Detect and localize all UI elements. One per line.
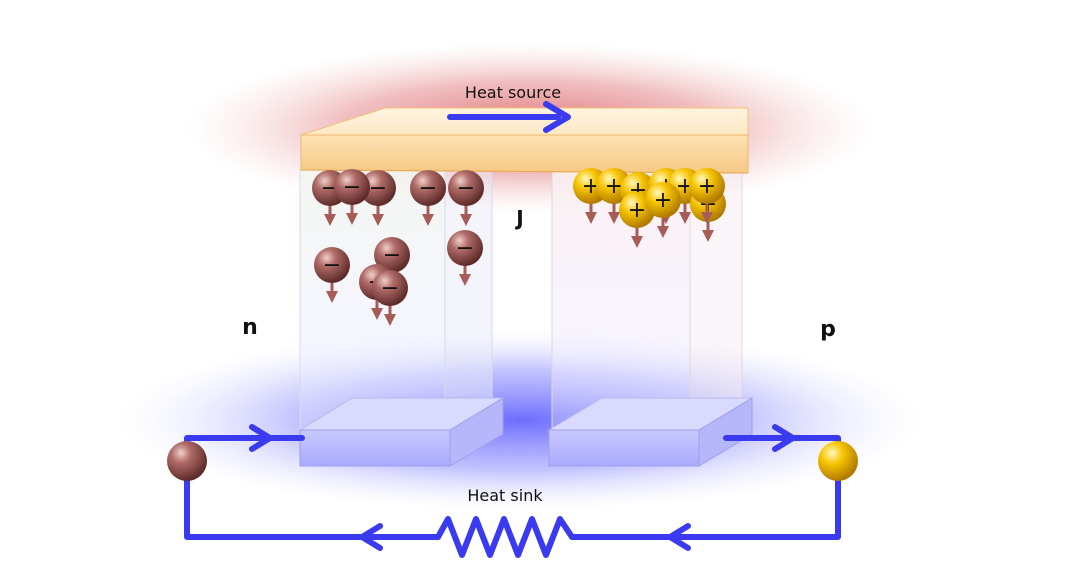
hole-sign: + [698, 174, 716, 199]
electron-sphere-icon [447, 230, 483, 266]
electron-sign: − [321, 176, 339, 201]
hole-sphere-icon [645, 182, 681, 218]
electron-sphere-icon [410, 170, 446, 206]
hole-group: +++++++++ [573, 168, 726, 248]
arrow-icon [359, 523, 383, 551]
p-bottom-contact [547, 397, 754, 467]
heat-source-plate [300, 107, 749, 174]
resistor-icon [435, 516, 575, 558]
electron-sign: − [457, 176, 475, 201]
electron-sign: − [419, 176, 437, 201]
hole-sphere-icon [689, 168, 725, 204]
hole-sign: + [605, 174, 623, 199]
electron-carrier: − [360, 170, 396, 226]
electron-sphere-icon [334, 169, 370, 205]
arrow-icon [667, 523, 691, 551]
electron-carrier: − [448, 170, 484, 226]
wire-n-down [184, 475, 441, 540]
electron-sphere-icon [374, 237, 410, 273]
electron-carrier: − [314, 247, 350, 303]
electron-sign: − [343, 175, 361, 200]
heat-source-label: Heat source [465, 83, 561, 102]
electron-sign: − [369, 176, 387, 201]
electron-sign: − [381, 276, 399, 301]
electron-sign: − [383, 243, 401, 268]
heat-sink-label: Heat sink [467, 486, 543, 505]
wire-p-down [569, 475, 841, 540]
hole-carrier: + [645, 182, 681, 238]
electron-group: −−−−−−−−−− [312, 169, 484, 326]
external-circuit [184, 435, 841, 558]
arrow-icon [772, 424, 796, 452]
electron-carrier: − [372, 270, 408, 326]
hole-sign: + [676, 174, 694, 199]
electron-sphere-icon [314, 247, 350, 283]
electron-sphere-icon [448, 170, 484, 206]
electron-terminal-icon [167, 441, 207, 481]
electron-sign: − [323, 253, 341, 278]
electron-carrier: − [410, 170, 446, 226]
hole-sign: + [628, 198, 646, 223]
electron-sphere-icon [360, 170, 396, 206]
heat-flow-arrow-icon [447, 101, 571, 133]
n-type-leg [299, 159, 493, 431]
electron-sphere-icon [372, 270, 408, 306]
p-type-leg [551, 159, 743, 431]
n-type-label: n [242, 315, 258, 340]
hole-terminal-icon [818, 441, 858, 481]
electron-carrier: − [447, 230, 483, 286]
p-type-label: p [820, 317, 836, 342]
heat-sink-glow [120, 330, 920, 510]
arrow-icon [249, 424, 273, 452]
hole-sign: + [582, 174, 600, 199]
electron-carrier: − [334, 169, 370, 225]
n-bottom-contact [298, 397, 505, 467]
hole-carrier: + [619, 192, 655, 248]
hole-carrier: + [689, 168, 725, 224]
electron-sign: − [456, 236, 474, 261]
current-density-label: J [514, 206, 523, 230]
hole-sign: + [654, 188, 672, 213]
